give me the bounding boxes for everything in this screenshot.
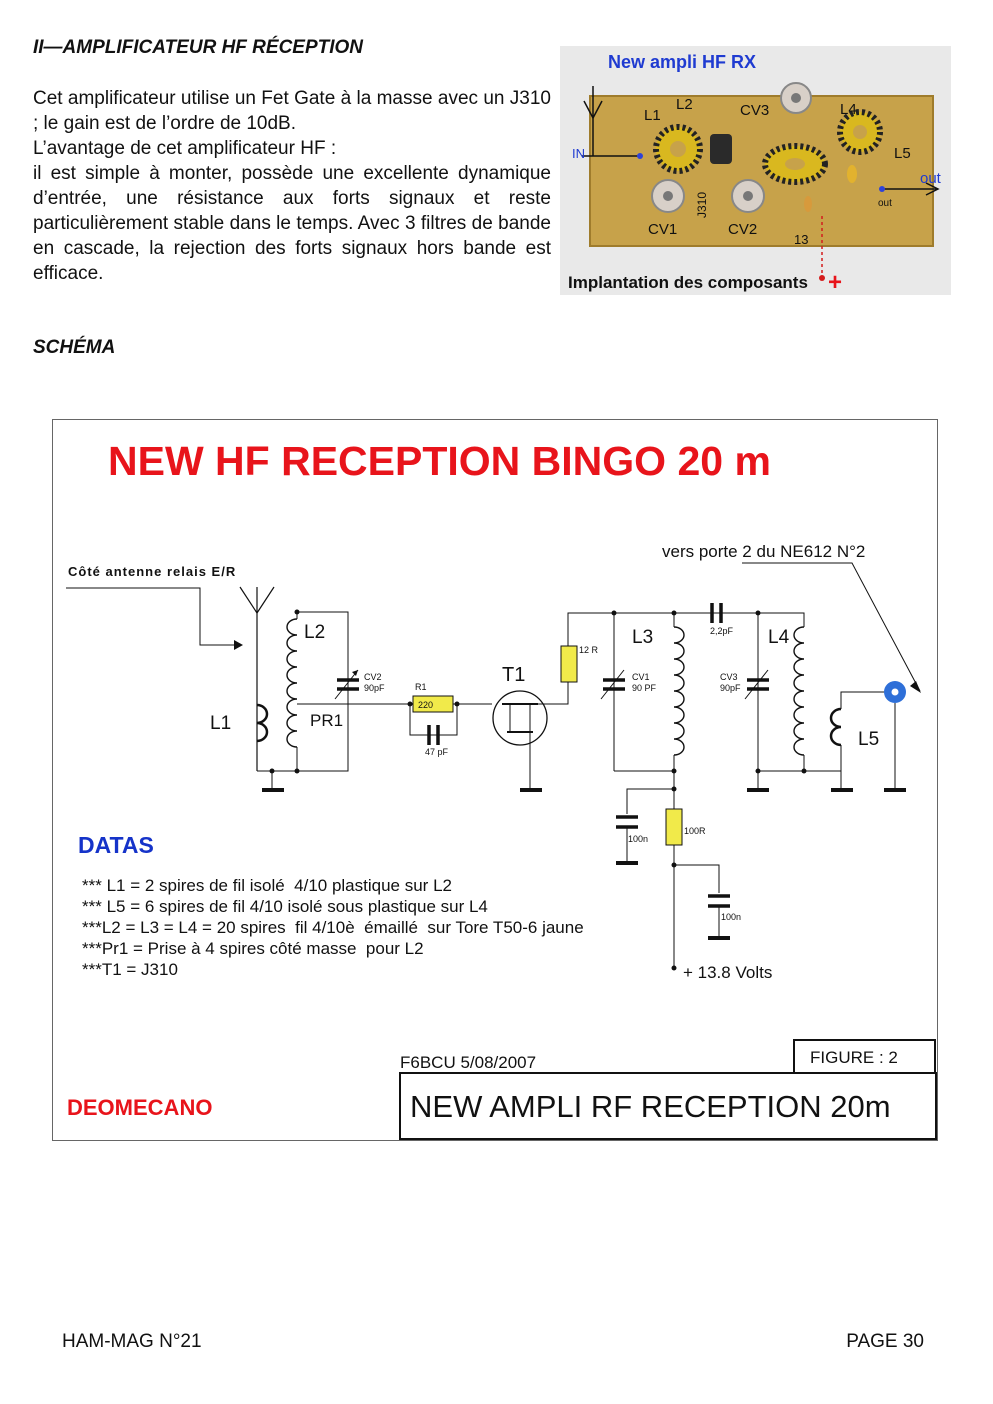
intro-paragraph-2: L’avantage de cet amplificateur HF : xyxy=(33,138,337,159)
label-t1: T1 xyxy=(502,664,525,686)
label-100n-a: 100n xyxy=(628,834,648,844)
output-label: vers porte 2 du NE612 N°2 xyxy=(662,542,865,561)
board-mark-out: out xyxy=(878,198,892,209)
deomecano-logo: DEOMECANO xyxy=(67,1095,212,1120)
section-title-schema: SCHÉMA xyxy=(33,337,116,358)
board-mark-13: 13 xyxy=(794,232,808,247)
board-mark-j310: J310 xyxy=(695,192,709,218)
board-mark-cv2: CV2 xyxy=(728,221,757,238)
toroid-l3 xyxy=(762,143,828,185)
board-mark-l4: L4 xyxy=(840,101,857,118)
board-mark-l5: L5 xyxy=(894,145,911,162)
label-r1-value: 220 xyxy=(418,700,433,710)
transistor-t1 xyxy=(492,690,548,746)
datas-line: *** L1 = 2 spires de fil isolé 4/10 plas… xyxy=(82,876,452,895)
label-cv1: CV1 xyxy=(632,672,650,682)
label-l4: L4 xyxy=(768,627,790,648)
label-r1: R1 xyxy=(415,682,427,692)
label-pr1: PR1 xyxy=(310,711,343,730)
footer-page-number: PAGE 30 xyxy=(846,1331,924,1352)
toroid-l2 xyxy=(653,124,703,174)
board-mark-cv1: CV1 xyxy=(648,221,677,238)
coil-l5 xyxy=(829,707,842,747)
intro-paragraph-1: Cet amplificateur utilise un Fet Gate à … xyxy=(33,88,551,134)
label-cv3-value: 90pF xyxy=(720,683,741,693)
toroid-l4 xyxy=(837,109,883,155)
transistor-package xyxy=(710,134,732,164)
label-l1: L1 xyxy=(210,713,231,734)
coil-l4 xyxy=(793,626,805,756)
photo-label-out: out xyxy=(920,170,942,187)
datas-line: ***T1 = J310 xyxy=(82,960,178,979)
label-cv1-value: 90 PF xyxy=(632,683,657,693)
intro-text: Cet amplificateur utilise un Fet Gate à … xyxy=(33,86,551,286)
label-cv3: CV3 xyxy=(720,672,738,682)
label-cv2-value: 90pF xyxy=(364,683,385,693)
board-mark-l2: L2 xyxy=(676,96,693,113)
footer-magazine: HAM-MAG N°21 xyxy=(62,1331,202,1352)
author-date: F6BCU 5/08/2007 xyxy=(400,1053,536,1072)
label-12r: 12 R xyxy=(579,645,599,655)
datas-line: *** L5 = 6 spires de fil 4/10 isolé sous… xyxy=(82,897,488,916)
resistor-12r xyxy=(560,645,578,683)
label-l2: L2 xyxy=(304,622,325,643)
resistor-r1 xyxy=(412,695,454,713)
photo-caption: Implantation des composants xyxy=(568,273,808,292)
coil-l3 xyxy=(673,626,685,756)
label-100r: 100R xyxy=(684,826,706,836)
label-c22: 2,2pF xyxy=(710,626,734,636)
board-mark-cv3: CV3 xyxy=(740,102,769,119)
circuit-schematic: NEW HF RECEPTION BINGO 20 m Côté antenne… xyxy=(52,419,938,1141)
antenna-side-label: Côté antenne relais E/R xyxy=(68,564,236,579)
supply-label: + 13.8 Volts xyxy=(683,963,772,982)
section-title-amplifier: II—AMPLIFICATEUR HF RÉCEPTION xyxy=(33,37,364,58)
label-l3: L3 xyxy=(632,627,653,648)
coil-l2 xyxy=(286,618,298,748)
resistor-100r xyxy=(665,808,683,846)
datas-title: DATAS xyxy=(78,832,154,858)
photo-title: New ampli HF RX xyxy=(608,52,756,72)
title-block-text: NEW AMPLI RF RECEPTION 20m xyxy=(410,1089,891,1124)
component-layout-photo: L1 L2 CV3 L4 L5 CV1 CV2 J310 13 out New … xyxy=(560,46,951,295)
datas-line: ***Pr1 = Prise à 4 spires côté masse pou… xyxy=(82,939,424,958)
intro-paragraph-3: il est simple à monter, possède une exce… xyxy=(33,163,551,284)
label-l5: L5 xyxy=(858,729,879,750)
photo-label-in: IN xyxy=(572,146,585,161)
schematic-title: NEW HF RECEPTION BINGO 20 m xyxy=(108,438,771,484)
datas-line: ***L2 = L3 = L4 = 20 spires fil 4/10è ém… xyxy=(82,918,584,937)
label-100n-b: 100n xyxy=(721,912,741,922)
figure-label: FIGURE : 2 xyxy=(810,1048,898,1067)
label-cv2: CV2 xyxy=(364,672,382,682)
label-c47: 47 pF xyxy=(425,747,449,757)
coil-l1 xyxy=(256,703,269,743)
board-mark-l1: L1 xyxy=(644,107,661,124)
photo-plus: + xyxy=(828,269,842,295)
